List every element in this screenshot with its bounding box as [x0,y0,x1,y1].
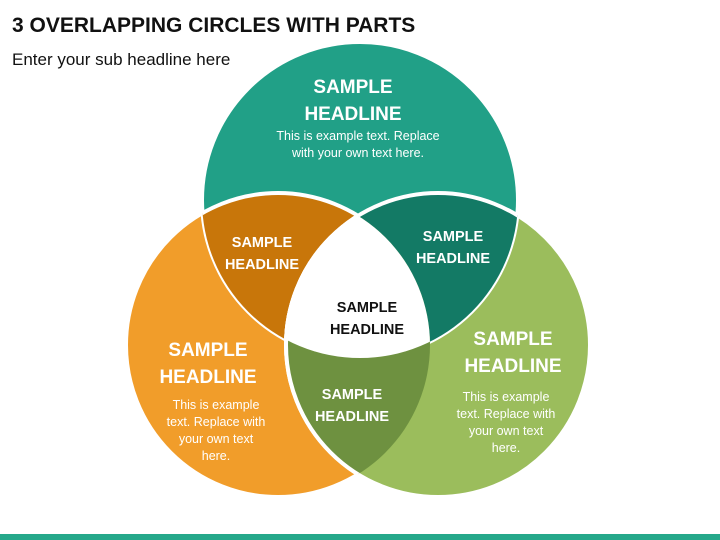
page-subtitle: Enter your sub headline here [12,50,231,69]
page-title: 3 OVERLAPPING CIRCLES WITH PARTS [12,14,416,37]
bottom-accent-bar [0,534,720,540]
